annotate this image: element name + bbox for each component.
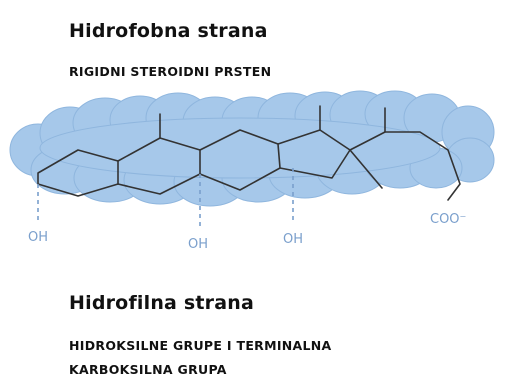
carboxyl-group-label: KARBOKSILNA GRUPA	[69, 362, 227, 377]
hydroxyl-bonds	[37, 168, 294, 228]
carboxyl-label: COO⁻	[430, 212, 466, 227]
hydrophobic-side-title: Hidrofobna strana	[69, 20, 268, 42]
hydroxyl-label-2: OH	[188, 237, 208, 252]
steroid-skeleton	[37, 105, 461, 201]
hydrophilic-side-title: Hidrofilna strana	[69, 292, 255, 314]
hydroxyl-label-1: OH	[28, 230, 48, 245]
hydroxyl-groups-label: HIDROKSILNE GRUPE I TERMINALNA	[69, 338, 332, 353]
hydroxyl-label-3: OH	[283, 232, 303, 247]
hydrophobic-cloud	[9, 90, 495, 207]
rigid-steroid-ring-label: RIGIDNI STEROIDNI PRSTEN	[69, 64, 272, 79]
bile-acid-molecule-diagram: OH OH OH COO⁻	[9, 90, 495, 252]
